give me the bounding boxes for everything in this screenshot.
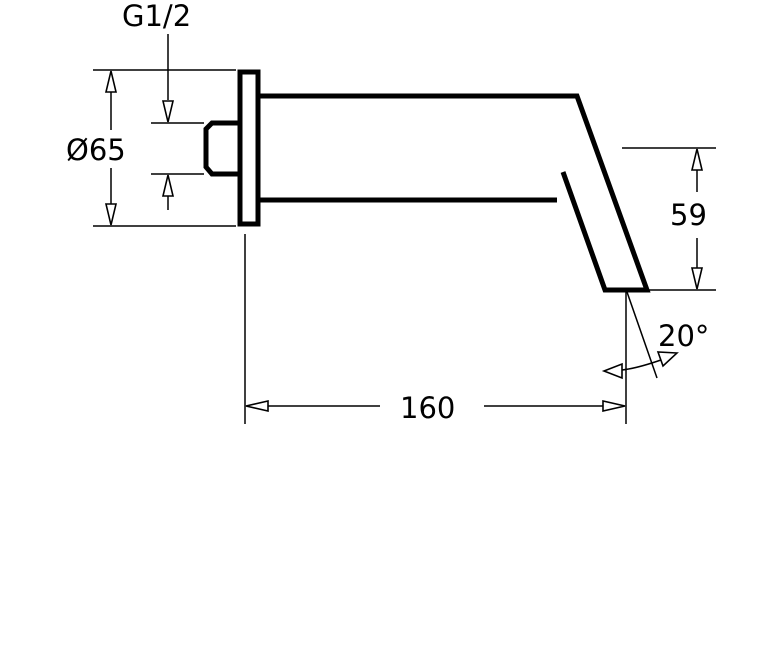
diameter-dimension: Ø65 xyxy=(66,69,236,227)
arrow-up xyxy=(104,70,118,93)
diameter-label: Ø65 xyxy=(66,133,126,167)
arrow-up xyxy=(690,148,704,171)
height-label: 59 xyxy=(670,198,707,232)
arrow-down xyxy=(104,203,118,226)
spout-pipe-outline xyxy=(258,93,651,293)
arrow-left xyxy=(601,362,623,380)
height-dimension: 59 xyxy=(622,147,716,291)
angle-dimension: 20° xyxy=(601,291,709,424)
thread-connector xyxy=(203,120,240,177)
thread-dimension: G1/2 xyxy=(122,0,204,210)
thread-label: G1/2 xyxy=(122,0,191,33)
arrow-right xyxy=(656,351,679,368)
arrow-up xyxy=(161,174,175,197)
arrow-down xyxy=(161,100,175,123)
length-dimension: 160 xyxy=(244,234,626,425)
arrow-left xyxy=(245,399,269,413)
wall-flange xyxy=(237,69,261,227)
arrow-right xyxy=(602,399,626,413)
length-label: 160 xyxy=(400,391,455,425)
spout-body xyxy=(203,69,651,293)
arrow-down xyxy=(690,267,704,290)
angle-label: 20° xyxy=(658,319,709,353)
